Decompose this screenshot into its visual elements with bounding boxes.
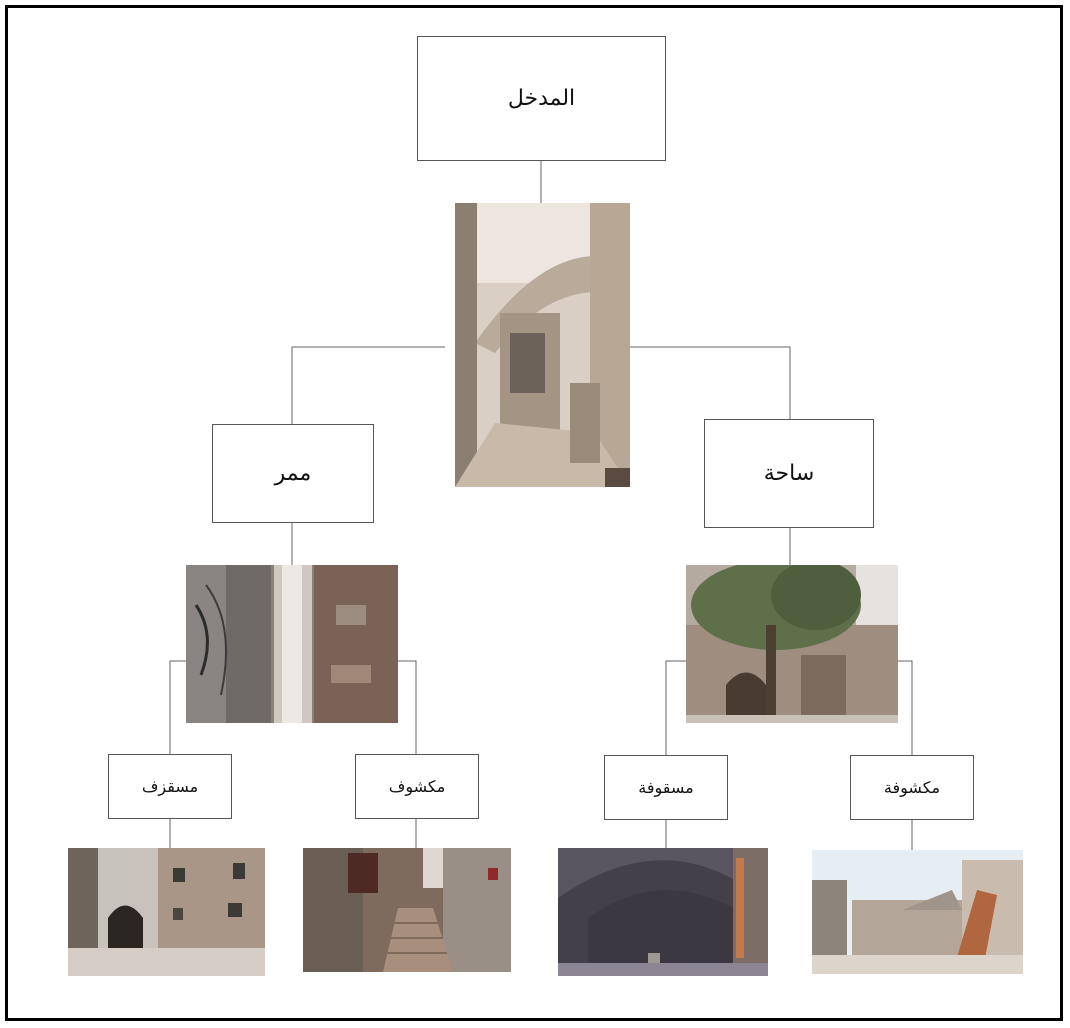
connector-to-open-court <box>898 660 913 755</box>
node-open-courtyard: مكشوفة <box>850 755 974 820</box>
connector-to-passage <box>291 346 445 424</box>
node-passage: ممر <box>212 424 374 523</box>
node-courtyard: ساحة <box>704 419 874 528</box>
stairway-alley-photo <box>303 848 511 972</box>
root-node-entrance: المدخل <box>417 36 666 161</box>
roofed-courtyard-label: مسقوفة <box>638 778 694 797</box>
open-terrace-photo <box>812 850 1023 974</box>
roofed-passage-label: مسقزف <box>141 777 199 796</box>
connector-to-courtyard <box>629 346 791 419</box>
connector-to-open-passage <box>398 660 417 754</box>
vaulted-room-photo <box>558 848 768 976</box>
node-roofed-passage: مسقزف <box>108 754 232 819</box>
passage-label: ممر <box>274 461 312 486</box>
node-roofed-courtyard: مسقوفة <box>604 755 728 820</box>
node-open-passage: مكشوف <box>355 754 479 819</box>
connector-to-roofed-court <box>665 660 686 755</box>
connector-to-roofed-passage <box>169 660 186 754</box>
arched-courtyard-photo <box>68 848 265 976</box>
arched-alley-photo <box>455 203 630 487</box>
root-node-label: المدخل <box>507 86 576 111</box>
courtyard-label: ساحة <box>763 461 815 486</box>
open-passage-label: مكشوف <box>388 777 446 796</box>
narrow-passage-photo <box>186 565 398 723</box>
tree-courtyard-photo <box>686 565 898 723</box>
open-courtyard-label: مكشوفة <box>883 778 941 797</box>
